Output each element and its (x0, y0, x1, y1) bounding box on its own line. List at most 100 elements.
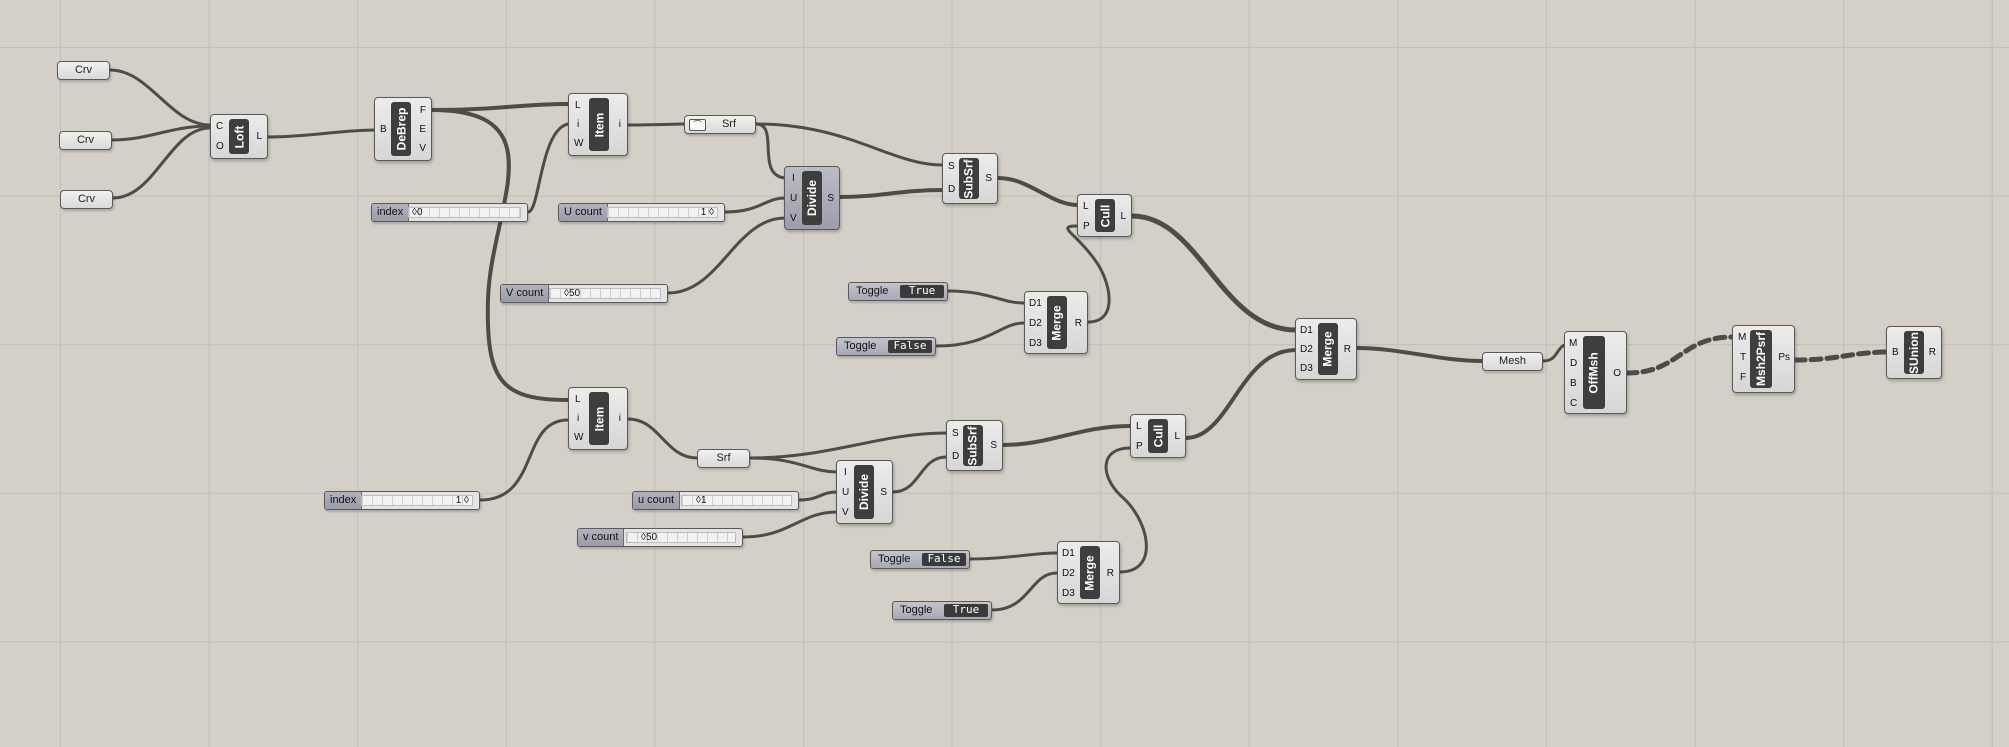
component-core: Divide (854, 465, 874, 519)
merge-component-bottom[interactable]: D1 D2 D3 Merge R (1057, 541, 1120, 604)
slider-track[interactable]: ◊50 (549, 288, 661, 299)
toggle-label: Toggle (878, 553, 911, 565)
port-label: D2 (1029, 318, 1042, 329)
toggle-true-bottom[interactable]: Toggle True (892, 601, 992, 620)
port-label: S (948, 161, 955, 172)
u-count-slider-top[interactable]: U count 1 ◊ (558, 203, 725, 222)
wire-srf-bot-divide (748, 456, 839, 474)
slider-track[interactable]: 1 ◊ (361, 495, 473, 506)
slider-track[interactable]: 1 ◊ (607, 207, 718, 218)
port-label: O (216, 141, 224, 152)
port-label: U (842, 487, 850, 498)
wire-item-srf-bot (626, 417, 699, 460)
merge-component-top[interactable]: D1 D2 D3 Merge R (1024, 291, 1088, 354)
port-label: O (1613, 368, 1621, 379)
slider-track[interactable]: ◊50 (626, 532, 736, 543)
wire-item-srf-top (626, 122, 686, 127)
msh2psrf-component[interactable]: M T F Msh2Psrf Ps (1732, 325, 1795, 393)
port-label: B (1570, 378, 1577, 389)
port-label: L (1174, 431, 1180, 442)
component-name: Loft (232, 125, 246, 148)
crv-param-2[interactable]: Crv (59, 131, 112, 150)
component-core: SUnion (1904, 331, 1924, 374)
port-label: T (1740, 352, 1747, 363)
wire-index-top-item (526, 122, 570, 214)
port-label: D1 (1062, 548, 1075, 559)
item-component-top[interactable]: L i W Item i (568, 93, 628, 156)
port-label: D (948, 184, 956, 195)
toggle-state[interactable]: True (900, 285, 944, 298)
wire-toggle-bot-merge-d1 (968, 551, 1059, 561)
wire-msh2psrf-sunion (1792, 349, 1893, 363)
port-label: R (1928, 347, 1936, 358)
surface-icon: ⌒ (689, 119, 706, 131)
divide-component-bottom[interactable]: I U V Divide S (836, 460, 893, 524)
component-core: OffMsh (1583, 336, 1605, 409)
wire-loft-debrep (266, 128, 377, 139)
v-count-slider-top[interactable]: V count ◊50 (500, 284, 668, 303)
port-label: S (952, 428, 959, 439)
divide-component-top[interactable]: I U V Divide S (784, 166, 840, 230)
component-name: SubSrf (962, 158, 976, 199)
slider-value: ◊0 (412, 207, 423, 218)
toggle-true-top[interactable]: Toggle True (848, 282, 948, 301)
wire-cull-merge-main (1129, 213, 1299, 333)
component-name: SUnion (1907, 331, 1921, 374)
slider-value: ◊1 (696, 495, 707, 506)
wire-offmsh-msh2psrf (1624, 334, 1736, 376)
slider-value: 1 ◊ (700, 207, 714, 218)
subsrf-component-top[interactable]: S D SubSrf S (942, 153, 998, 204)
port-label: Ps (1778, 352, 1790, 363)
slider-track[interactable]: ◊1 (681, 495, 792, 506)
slider-label: index (372, 204, 410, 221)
wire-vcount-divide (666, 216, 787, 295)
subsrf-component-bottom[interactable]: S D SubSrf S (946, 420, 1003, 471)
port-label: L (1136, 421, 1142, 432)
srf-param-top[interactable]: ⌒ Srf (684, 115, 756, 134)
port-label: S (880, 487, 887, 498)
port-label: S (985, 173, 992, 184)
port-label: V (842, 507, 849, 518)
wire-debrep-item-bot (430, 108, 570, 402)
toggle-label: Toggle (844, 340, 877, 352)
cull-component-bottom[interactable]: L P Cull L (1130, 414, 1186, 458)
srf-param-bottom[interactable]: Srf (697, 449, 750, 468)
toggle-false-top[interactable]: Toggle False (836, 337, 936, 356)
toggle-false-bottom[interactable]: Toggle False (870, 550, 970, 569)
port-label: B (380, 124, 387, 135)
toggle-state[interactable]: False (922, 553, 966, 566)
toggle-state[interactable]: True (944, 604, 988, 617)
port-label: P (1083, 221, 1090, 232)
wire-ucount-divide (723, 196, 787, 214)
port-label: S (827, 193, 834, 204)
wire-index-bot-item (478, 418, 570, 502)
crv-param-1[interactable]: Crv (57, 61, 110, 80)
port-label: L (575, 394, 581, 405)
offmsh-component[interactable]: M D B C OffMsh O (1564, 331, 1627, 414)
cull-component-top[interactable]: L P Cull L (1077, 194, 1132, 237)
port-label: E (419, 124, 426, 135)
port-label: i (577, 413, 580, 424)
v-count-slider-bottom[interactable]: v count ◊50 (577, 528, 743, 547)
item-component-bottom[interactable]: L i W Item i (568, 387, 628, 450)
port-label: F (419, 105, 426, 116)
mesh-param[interactable]: Mesh (1482, 352, 1543, 371)
loft-component[interactable]: C O Loft L (210, 114, 268, 159)
merge-component-main[interactable]: D1 D2 D3 Merge R (1295, 318, 1357, 380)
sunion-component[interactable]: B SUnion R (1886, 326, 1942, 379)
component-name: Msh2Psrf (1754, 331, 1768, 387)
port-label: W (574, 432, 584, 443)
crv-param-3[interactable]: Crv (60, 190, 113, 209)
debrep-component[interactable]: B DeBrep F E V (374, 97, 432, 161)
port-label: I (792, 173, 795, 184)
index-slider-bottom[interactable]: index 1 ◊ (324, 491, 480, 510)
slider-track[interactable]: ◊0 (408, 207, 521, 218)
port-label: L (1083, 201, 1089, 212)
toggle-state[interactable]: False (888, 340, 932, 353)
port-label: D3 (1300, 363, 1313, 374)
wire-ucount-bot-divide (797, 490, 839, 502)
u-count-slider-bottom[interactable]: u count ◊1 (632, 491, 799, 510)
wire-toggle-bot-merge-d2 (990, 571, 1059, 612)
index-slider-top[interactable]: index ◊0 (371, 203, 528, 222)
